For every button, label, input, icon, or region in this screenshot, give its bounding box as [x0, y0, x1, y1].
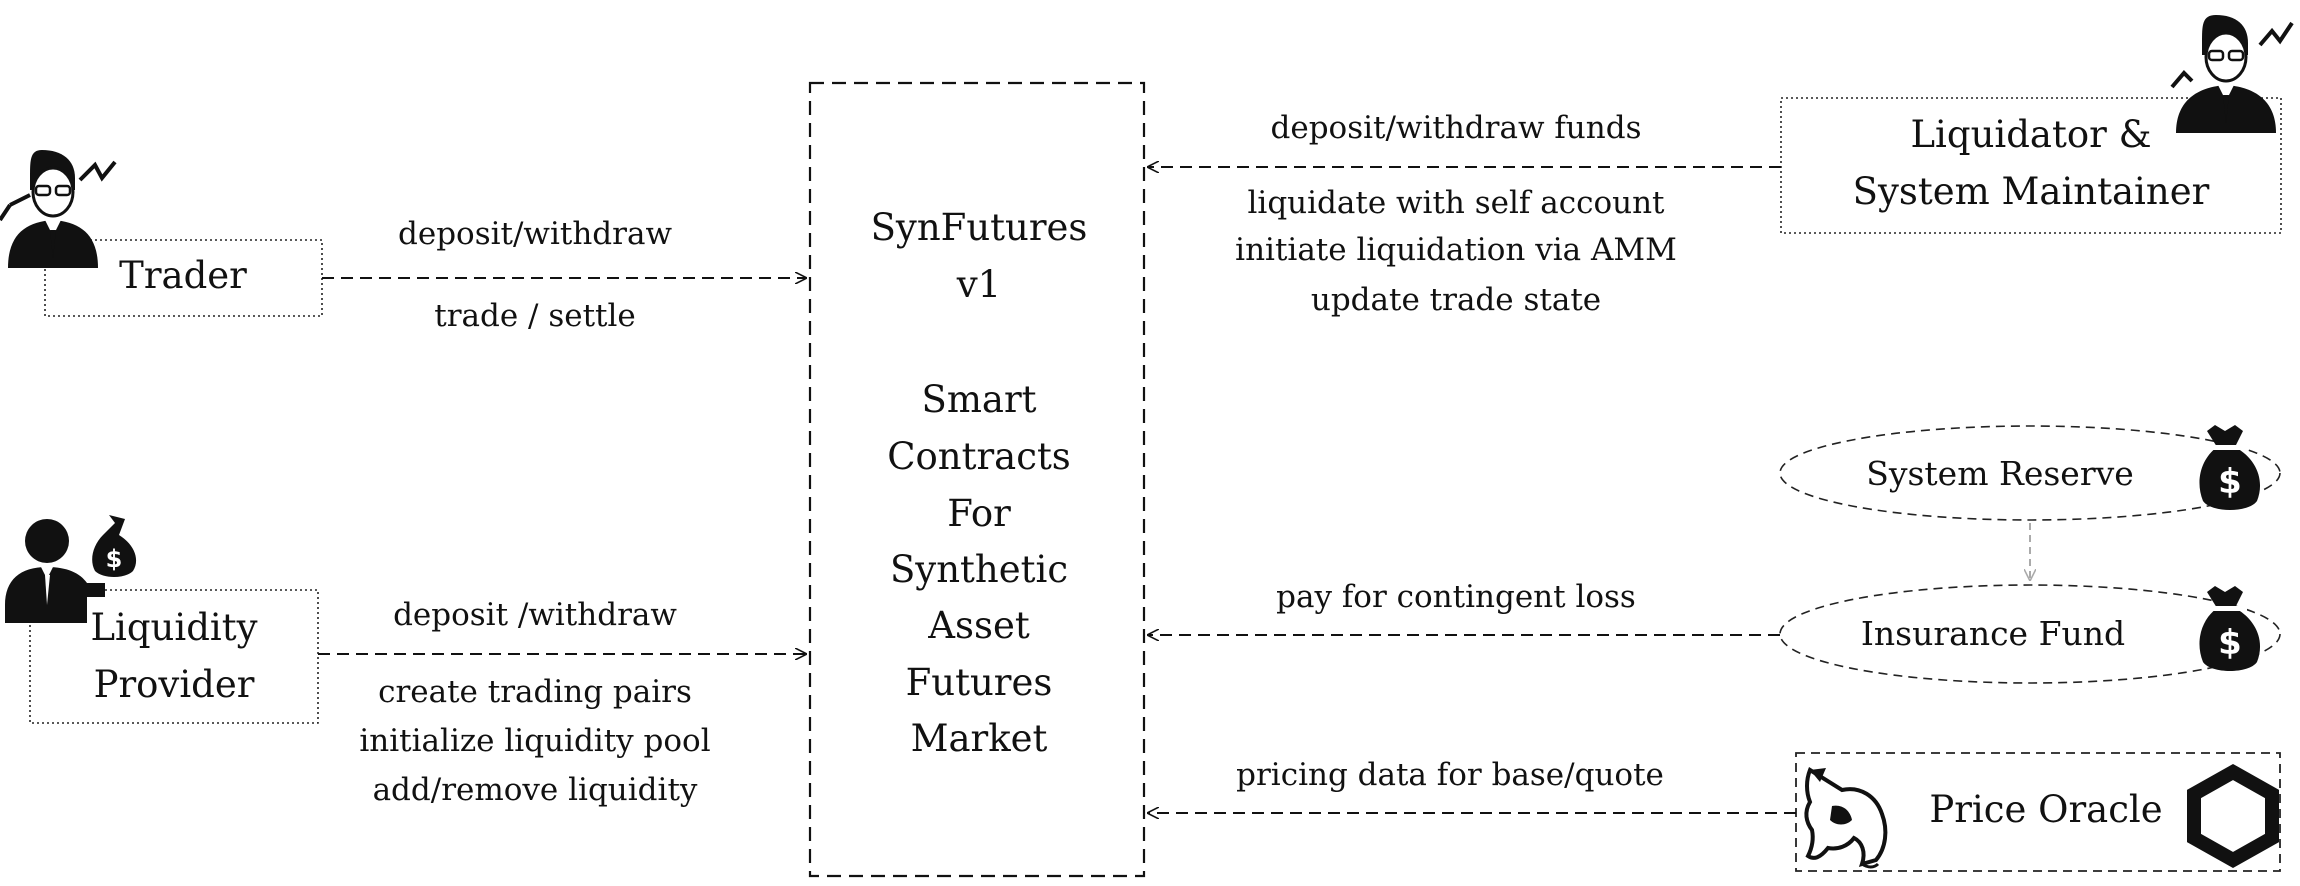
synfutures-box: SynFutures v1 Smart Contracts For Synthe… — [808, 81, 1146, 878]
liquidator-arrow-bottom-label: liquidate with self account — [1247, 185, 1665, 221]
liquidity-provider-node: Liquidity Provider — [29, 589, 319, 724]
hexagon-icon — [2187, 763, 2279, 869]
synfutures-desc-line: Futures — [906, 661, 1053, 704]
money-bag-icon: $ — [2199, 586, 2261, 671]
unicorn-icon — [1804, 767, 1888, 869]
price-oracle-arrow-label: pricing data for base/quote — [1236, 757, 1664, 793]
synfutures-desc-line: Smart — [921, 378, 1036, 421]
insurance-fund-arrow-label: pay for contingent loss — [1276, 579, 1636, 615]
liquidity-provider-arrow-bottom-label: add/remove liquidity — [373, 772, 698, 808]
liquidator-label-line: Liquidator & — [1910, 113, 2151, 156]
svg-text:$: $ — [2218, 623, 2242, 663]
insurance-fund-label: Insurance Fund — [1861, 614, 2125, 653]
liquidator-arrow-bottom-label: update trade state — [1311, 282, 1601, 318]
synfutures-desc-line: For — [947, 492, 1011, 535]
svg-text:$: $ — [2218, 462, 2242, 502]
businessman-chart-icon — [2170, 15, 2294, 133]
synfutures-desc-line: Asset — [927, 604, 1030, 647]
trader-arrow-top-label: deposit/withdraw — [398, 216, 672, 252]
synfutures-desc-line: Synthetic — [890, 548, 1068, 591]
trader-label: Trader — [119, 254, 247, 297]
synfutures-desc-line: Contracts — [887, 435, 1071, 478]
person-moneybag-icon: $ — [5, 515, 137, 623]
liquidator-label-line: System Maintainer — [1853, 170, 2210, 213]
money-bag-icon: $ — [2199, 425, 2261, 510]
trader-arrow-bottom-label: trade / settle — [434, 298, 636, 334]
liquidator-arrow-bottom-label: initiate liquidation via AMM — [1235, 232, 1677, 268]
system-reserve-label: System Reserve — [1866, 454, 2134, 493]
liquidity-provider-label-line: Provider — [94, 663, 255, 706]
liquidity-provider-label-line: Liquidity — [90, 606, 257, 649]
synfutures-title: SynFutures — [871, 206, 1088, 249]
liquidity-provider-arrow-bottom-label: create trading pairs — [378, 674, 692, 710]
synfutures-desc-line: Market — [911, 717, 1048, 760]
businessman-chart-icon — [0, 150, 117, 268]
liquidity-provider-arrow-bottom-label: initialize liquidity pool — [359, 723, 710, 759]
liquidator-arrow-top-label: deposit/withdraw funds — [1271, 110, 1642, 146]
insurance-fund-node: Insurance Fund — [1779, 584, 2281, 684]
liquidity-provider-arrow-top-label: deposit /withdraw — [393, 597, 677, 633]
system-reserve-node: System Reserve — [1779, 425, 2281, 521]
synfutures-version: v1 — [956, 263, 1001, 306]
price-oracle-label: Price Oracle — [1929, 788, 2162, 831]
svg-text:$: $ — [106, 545, 123, 573]
liquidator-node: Liquidator & System Maintainer — [1780, 97, 2282, 234]
